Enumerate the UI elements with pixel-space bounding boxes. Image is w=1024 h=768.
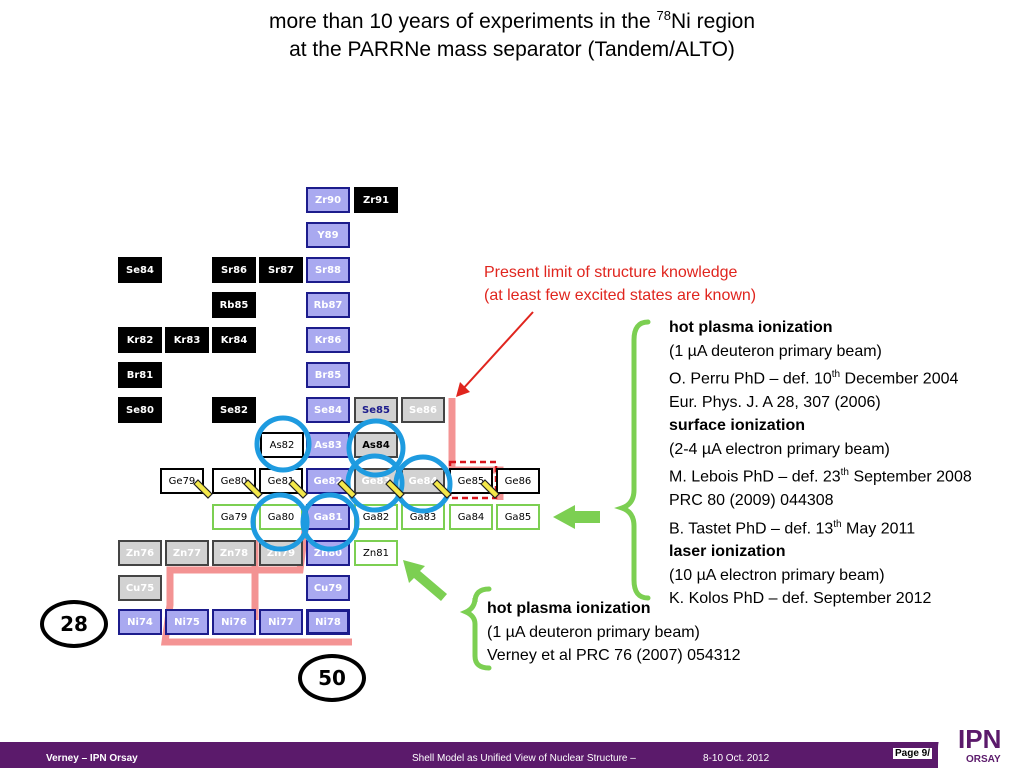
nuclide-zr91: Zr91: [354, 187, 398, 213]
nuclide-zn78: Zn78: [212, 540, 256, 566]
info-line: (10 µA electron primary beam): [669, 566, 885, 584]
info-line: K. Kolos PhD – def. September 2012: [669, 590, 932, 608]
info-line-tastet: B. Tastet PhD – def. 13th May 2011: [669, 518, 916, 537]
page-number: Page 9/: [893, 748, 933, 759]
magic-number-z-badge: 28: [40, 600, 108, 648]
nuclide-ga81: Ga81: [306, 504, 350, 530]
heading-laser: laser ionization: [669, 543, 786, 561]
heading-surface: surface ionization: [669, 417, 806, 435]
nuclide-ga84: Ga84: [449, 504, 493, 530]
nuclide-y89: Y89: [306, 222, 350, 248]
nuclide-se80: Se80: [118, 397, 162, 423]
nuclide-zn76: Zn76: [118, 540, 162, 566]
nuclide-zr90: Zr90: [306, 187, 350, 213]
nuclide-rb87: Rb87: [306, 292, 350, 318]
heading-hot-plasma: hot plasma ionization: [669, 319, 833, 336]
magic-number-n-badge: 50: [298, 654, 366, 702]
logo-subtext: ORSAY: [966, 754, 1001, 765]
nuclide-se86: Se86: [401, 397, 445, 423]
info-line: PRC 80 (2009) 044308: [669, 492, 834, 510]
nuclide-ni76: Ni76: [212, 609, 256, 635]
nuclide-br85: Br85: [306, 362, 350, 388]
nuclide-ge86: Ge86: [496, 468, 540, 494]
nuclide-ni75: Ni75: [165, 609, 209, 635]
heading-hot-plasma-2: hot plasma ionization: [487, 600, 651, 617]
nuclide-br81: Br81: [118, 362, 162, 388]
nuclide-cu75: Cu75: [118, 575, 162, 601]
footer-bar: Verney – IPN Orsay Shell Model as Unifie…: [0, 742, 1024, 768]
nuclide-as82: As82: [260, 432, 304, 458]
nuclide-se82: Se82: [212, 397, 256, 423]
slide-title-line1: more than 10 years of experiments in the…: [268, 8, 756, 33]
nuclide-ga85: Ga85: [496, 504, 540, 530]
nuclide-kr82: Kr82: [118, 327, 162, 353]
nuclide-sr87: Sr87: [259, 257, 303, 283]
nuclide-ni74: Ni74: [118, 609, 162, 635]
nuclide-kr86: Kr86: [306, 327, 350, 353]
nuclide-ni77: Ni77: [259, 609, 303, 635]
info-line: (1 µA deuteron primary beam): [487, 623, 700, 641]
nuclide-cu79: Cu79: [306, 575, 350, 601]
info-line: Eur. Phys. J. A 28, 307 (2006): [669, 393, 881, 411]
nuclide-zn81: Zn81: [354, 540, 398, 566]
info-line: (1 µA deuteron primary beam): [669, 342, 882, 360]
info-line-perru: O. Perru PhD – def. 10th December 2004: [669, 369, 959, 388]
nuclide-se84: Se84: [118, 257, 162, 283]
right-info: hot plasma ionization (1 µA deuteron pri…: [669, 316, 972, 611]
info-line: Verney et al PRC 76 (2007) 054312: [487, 647, 741, 664]
footer-date: 8-10 Oct. 2012: [703, 753, 770, 764]
info-line-lebois: M. Lebois PhD – def. 23th September 2008: [669, 467, 972, 486]
limit-note-line2: (at least few excited states are known): [484, 287, 757, 304]
logo-text: IPN: [958, 724, 1002, 754]
slide-title-line2: at the PARRNe mass separator (Tandem/ALT…: [289, 38, 735, 61]
bottom-info: hot plasma ionization (1 µA deuteron pri…: [487, 597, 741, 668]
nuclide-se84-b: Se84: [306, 397, 350, 423]
nuclide-kr83: Kr83: [165, 327, 209, 353]
footer-author: Verney – IPN Orsay: [46, 753, 138, 764]
nuclide-sr86: Sr86: [212, 257, 256, 283]
nuclide-ge79: Ge79: [160, 468, 204, 494]
nuclide-rb85: Rb85: [212, 292, 256, 318]
footer-talk-title: Shell Model as Unified View of Nuclear S…: [412, 753, 636, 764]
limit-note-line1: Present limit of structure knowledge: [484, 264, 738, 281]
nuclide-ga79: Ga79: [212, 504, 256, 530]
ipn-logo: IPN ORSAY: [938, 718, 1024, 768]
info-line: (2-4 µA electron primary beam): [669, 440, 890, 458]
nuclide-sr88: Sr88: [306, 257, 350, 283]
nuclide-kr84: Kr84: [212, 327, 256, 353]
nuclide-ni78: Ni78: [306, 609, 350, 635]
nuclide-zn77: Zn77: [165, 540, 209, 566]
